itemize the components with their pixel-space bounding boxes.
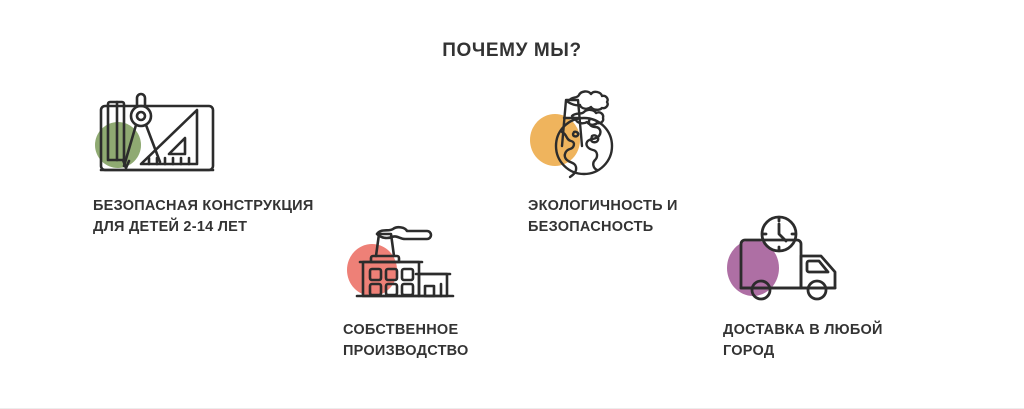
factory-building-icon bbox=[355, 225, 455, 298]
page-title: ПОЧЕМУ МЫ? bbox=[442, 40, 582, 61]
feature-caption-production: СОБСТВЕННОЕ ПРОИЗВОДСТВО bbox=[343, 322, 469, 360]
delivery-truck-clock-icon bbox=[739, 215, 837, 301]
feature-icon-wrap bbox=[93, 88, 223, 184]
drafting-compass-ruler-icon bbox=[99, 92, 215, 172]
feature-caption-design: БЕЗОПАСНАЯ КОНСТРУКЦИЯ ДЛЯ ДЕТЕЙ 2-14 ЛЕ… bbox=[93, 198, 314, 236]
feature-icon-wrap bbox=[723, 212, 853, 308]
feature-item-eco[interactable]: ЭКОЛОГИЧНОСТЬ И БЕЗОПАСНОСТЬ bbox=[528, 88, 748, 238]
feature-item-design[interactable]: БЕЗОПАСНАЯ КОНСТРУКЦИЯ ДЛЯ ДЕТЕЙ 2-14 ЛЕ… bbox=[93, 88, 363, 238]
feature-item-production[interactable]: СОБСТВЕННОЕ ПРОИЗВОДСТВО bbox=[343, 212, 543, 362]
feature-caption-eco: ЭКОЛОГИЧНОСТЬ И БЕЗОПАСНОСТЬ bbox=[528, 198, 678, 236]
feature-item-delivery[interactable]: ДОСТАВКА В ЛЮБОЙ ГОРОД bbox=[723, 212, 933, 362]
feature-icon-wrap bbox=[343, 212, 473, 308]
globe-factory-eco-icon bbox=[554, 90, 614, 179]
feature-icon-wrap bbox=[528, 88, 658, 184]
feature-caption-delivery: ДОСТАВКА В ЛЮБОЙ ГОРОД bbox=[723, 322, 883, 360]
